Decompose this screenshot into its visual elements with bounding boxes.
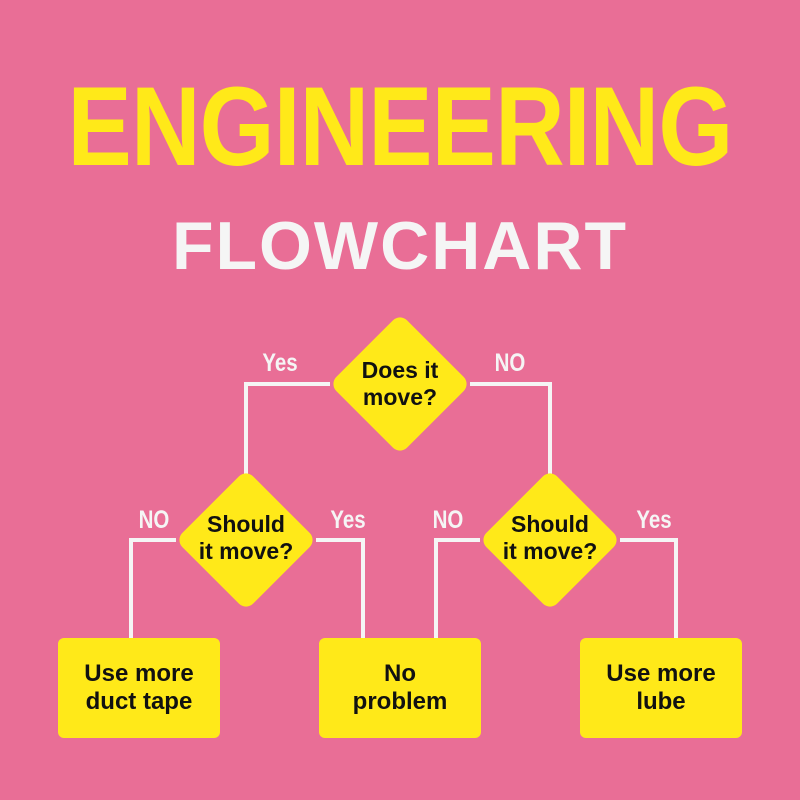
outcome-box-duct-tape: Use more duct tape: [58, 638, 220, 738]
decision-top-line1: Does it: [361, 357, 439, 383]
outcome-no-problem-line1: No: [384, 660, 416, 687]
connector-right-no: [434, 538, 480, 640]
outcome-lube-line1: Use more: [606, 660, 716, 687]
branch-label-top-no: NO: [494, 349, 526, 377]
decision-text-should-it-move-right: Should it move?: [475, 511, 625, 565]
outcome-no-problem-line2: problem: [352, 688, 448, 715]
title-engineering: ENGINEERING: [67, 64, 734, 189]
decision-right-line1: Should: [511, 511, 589, 537]
branch-label-left-yes: Yes: [330, 506, 366, 534]
branch-label-top-yes: Yes: [262, 349, 298, 377]
connector-left-no: [129, 538, 176, 640]
connector-right-yes: [620, 538, 678, 640]
connector-left-yes: [316, 538, 365, 640]
outcome-duct-tape-line1: Use more: [84, 660, 194, 687]
branch-label-right-no: NO: [432, 506, 464, 534]
outcome-lube-line2: lube: [636, 688, 686, 715]
decision-left-line2: it move?: [198, 538, 294, 564]
title-flowchart: FLOWCHART: [171, 208, 629, 284]
outcome-box-no-problem: No problem: [319, 638, 481, 738]
decision-text-does-it-move: Does it move?: [325, 357, 475, 411]
decision-left-line1: Should: [207, 511, 285, 537]
decision-text-should-it-move-left: Should it move?: [171, 511, 321, 565]
decision-top-line2: move?: [362, 384, 438, 410]
outcome-duct-tape-line2: duct tape: [85, 688, 193, 715]
branch-label-left-no: NO: [138, 506, 170, 534]
outcome-box-lube: Use more lube: [580, 638, 742, 738]
decision-right-line2: it move?: [502, 538, 598, 564]
branch-label-right-yes: Yes: [636, 506, 672, 534]
